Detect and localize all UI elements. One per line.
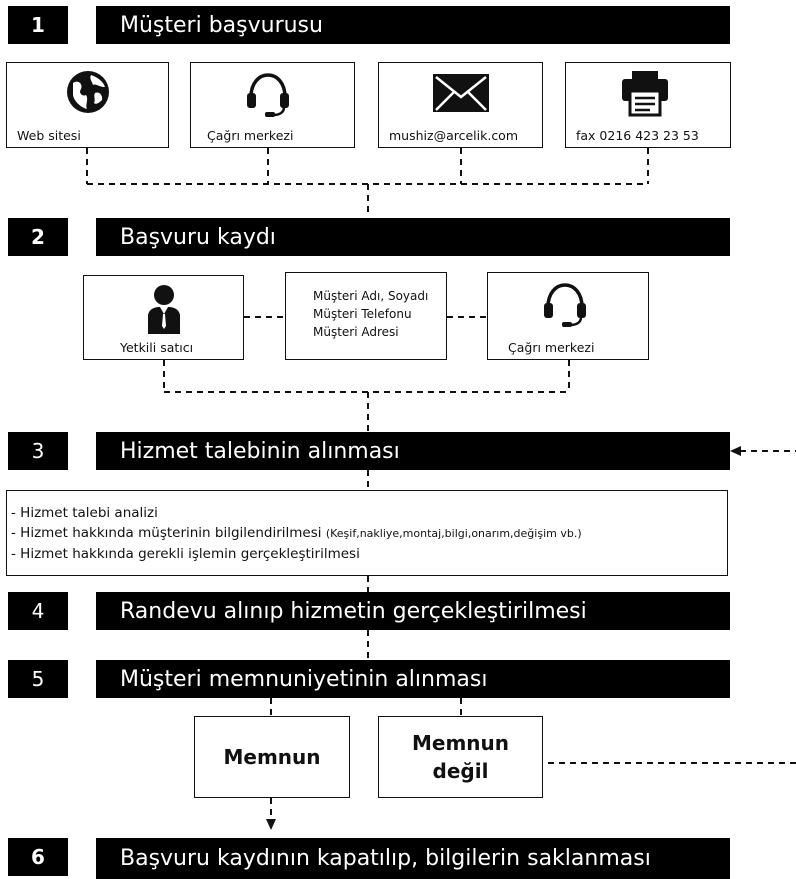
satisfied-box: Memnun bbox=[194, 716, 350, 798]
step-1-number: 1 bbox=[8, 6, 68, 44]
headset-icon bbox=[247, 73, 289, 117]
call-center-label: Çağrı merkezi bbox=[508, 340, 595, 355]
request-details-box: - Hizmet talebi analizi - Hizmet hakkınd… bbox=[6, 490, 728, 576]
step-3-number: 3 bbox=[8, 432, 68, 470]
step-2-title: Başvuru kaydı bbox=[96, 218, 730, 256]
channel-email: mushiz@arcelik.com bbox=[378, 62, 543, 148]
step-5-title: Müşteri memnuniyetinin alınması bbox=[96, 660, 730, 698]
call-center-box: Çağrı merkezi bbox=[487, 272, 649, 360]
step-2-number: 2 bbox=[8, 218, 68, 256]
channel-email-label: mushiz@arcelik.com bbox=[389, 128, 519, 143]
channel-fax-label: fax 0216 423 23 53 bbox=[576, 128, 699, 143]
step-4-number: 4 bbox=[8, 592, 68, 630]
channel-fax: fax 0216 423 23 53 bbox=[565, 62, 731, 148]
not-satisfied-label-line2: değil bbox=[432, 759, 489, 783]
customer-info-line: Müşteri Adı, Soyadı bbox=[313, 289, 429, 303]
envelope-icon bbox=[433, 74, 489, 112]
channel-call-center: Çağrı merkezi bbox=[190, 62, 355, 148]
step-6-number: 6 bbox=[8, 838, 68, 876]
request-item: - Hizmet hakkında gerekli işlemin gerçek… bbox=[11, 546, 360, 562]
step-5-number: 5 bbox=[8, 660, 68, 698]
request-item: - Hizmet talebi analizi bbox=[11, 505, 158, 521]
customer-info-line: Müşteri Adresi bbox=[313, 325, 399, 339]
customer-info-box: Müşteri Adı, Soyadı Müşteri Telefonu Müş… bbox=[285, 272, 447, 360]
step-4-title: Randevu alınıp hizmetin gerçekleştirilme… bbox=[96, 592, 730, 630]
channel-web-label: Web sitesi bbox=[17, 128, 81, 143]
not-satisfied-box: Memnun değil bbox=[378, 716, 543, 798]
request-item: - Hizmet hakkında müşterinin bilgilendir… bbox=[11, 525, 582, 541]
step-1-title: Müşteri başvurusu bbox=[96, 6, 730, 44]
fax-icon bbox=[622, 71, 668, 117]
globe-icon bbox=[67, 71, 109, 113]
channel-call-center-label: Çağrı merkezi bbox=[207, 128, 294, 143]
dealer-box: Yetkili satıcı bbox=[83, 275, 244, 360]
dealer-label: Yetkili satıcı bbox=[120, 340, 194, 355]
person-icon bbox=[148, 285, 180, 334]
not-satisfied-label-line1: Memnun bbox=[411, 731, 510, 755]
step-6-title: Başvuru kaydının kapatılıp, bilgilerin s… bbox=[96, 838, 730, 879]
headset-icon bbox=[544, 283, 586, 327]
customer-info-line: Müşteri Telefonu bbox=[313, 307, 412, 321]
channel-web: Web sitesi bbox=[6, 62, 169, 148]
step-3-title: Hizmet talebinin alınması bbox=[96, 432, 730, 470]
satisfied-label: Memnun bbox=[223, 745, 321, 769]
